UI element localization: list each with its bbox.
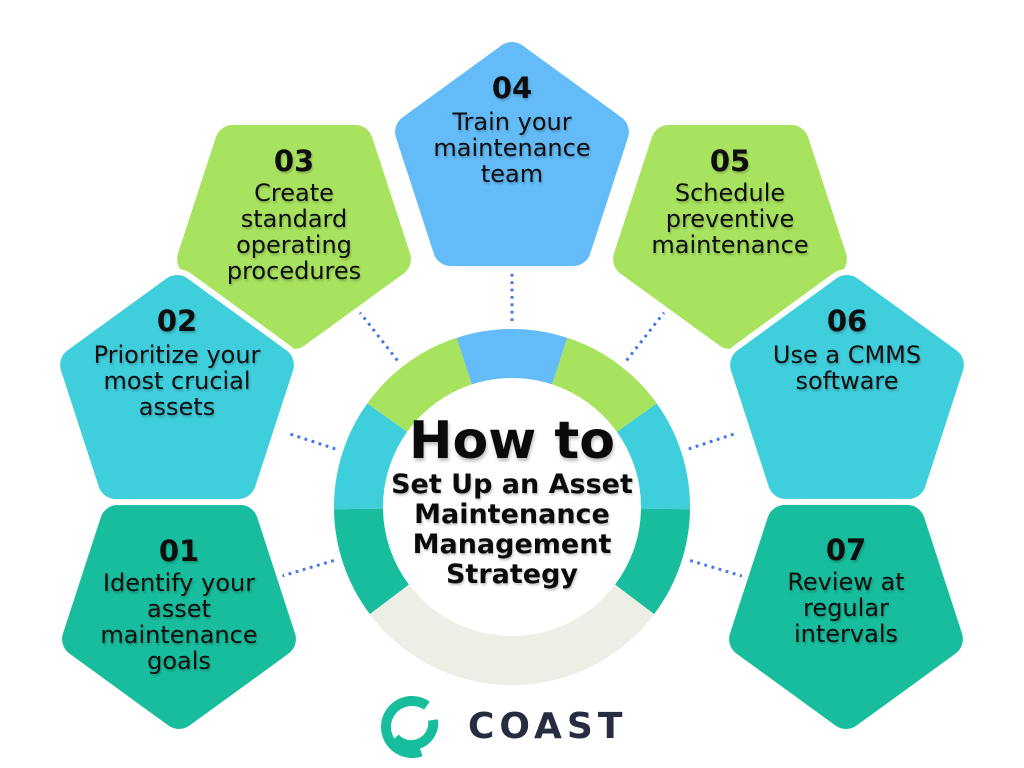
- progress-ring: [334, 329, 690, 686]
- step-01-number: 01: [158, 534, 200, 568]
- step-03-pentagon: [171, 118, 417, 355]
- connector-step-07: [689, 559, 743, 578]
- step-07-card: 07 Review at regular intervals: [716, 477, 976, 737]
- step-05-card: 05 Schedule preventive maintenance: [600, 97, 860, 357]
- step-03-label: Create standard operating procedures: [226, 179, 362, 285]
- connector-step-01: [281, 559, 335, 578]
- ring-segment-empty: [369, 584, 655, 686]
- step-05-label: Schedule preventive maintenance: [651, 179, 809, 259]
- step-04-number: 04: [491, 71, 533, 105]
- step-02-card: 02 Prioritize your most crucial assets: [47, 267, 307, 527]
- title-heading: How to: [409, 411, 615, 471]
- step-06-number: 06: [826, 304, 868, 338]
- coast-logo-icon: [380, 695, 439, 758]
- connector-step-02: [289, 432, 336, 451]
- connector-step-05: [625, 302, 673, 362]
- connector-step-03: [351, 302, 399, 362]
- ring-segment-step-07: [614, 507, 690, 615]
- step-06-label: Use a CMMS software: [772, 341, 922, 395]
- step-04-card: 04 Train your maintenance team: [382, 34, 642, 294]
- step-03-card: 03 Create standard operating procedures: [164, 97, 424, 357]
- step-03-number: 03: [273, 144, 315, 178]
- ring-segment-step-06: [616, 403, 690, 510]
- title-subtitle-line: Maintenance: [414, 499, 610, 530]
- step-01-pentagon: [56, 498, 302, 735]
- step-01-card: 01 Identify your asset maintenance goals: [49, 477, 309, 737]
- ring-segment-step-01: [334, 507, 410, 615]
- title-subtitle-line: Management: [412, 529, 612, 560]
- title-subtitle-line: Strategy: [445, 559, 579, 590]
- ring-segment-step-04: [456, 329, 568, 385]
- connector-lines: [281, 269, 743, 578]
- step-02-pentagon: [54, 269, 300, 506]
- step-04-pentagon: [389, 36, 635, 273]
- step-04-label: Train your maintenance team: [433, 108, 591, 188]
- step-05-pentagon: [607, 118, 853, 355]
- title-subtitle-line: Set Up an Asset: [391, 469, 633, 500]
- ring-segment-step-02: [334, 403, 408, 510]
- coast-logo: COAST: [380, 695, 627, 759]
- step-07-pentagon: [723, 498, 969, 735]
- step-01-label: Identify your asset maintenance goals: [100, 569, 258, 675]
- step-02-label: Prioritize your most crucial assets: [93, 341, 261, 421]
- step-06-pentagon: [724, 269, 970, 506]
- coast-logo-wordmark: COAST: [468, 706, 628, 747]
- step-06-card: 06 Use a CMMS software: [717, 267, 977, 527]
- step-02-number: 02: [156, 304, 198, 338]
- ring-segment-step-05: [551, 337, 657, 433]
- step-07-label: Review at regular intervals: [787, 568, 905, 648]
- ring-segment-step-03: [367, 337, 473, 433]
- step-07-number: 07: [825, 533, 867, 567]
- infographic-title: How to Set Up an Asset Maintenance Manag…: [352, 408, 672, 590]
- step-05-number: 05: [709, 144, 751, 178]
- connector-step-06: [688, 432, 735, 451]
